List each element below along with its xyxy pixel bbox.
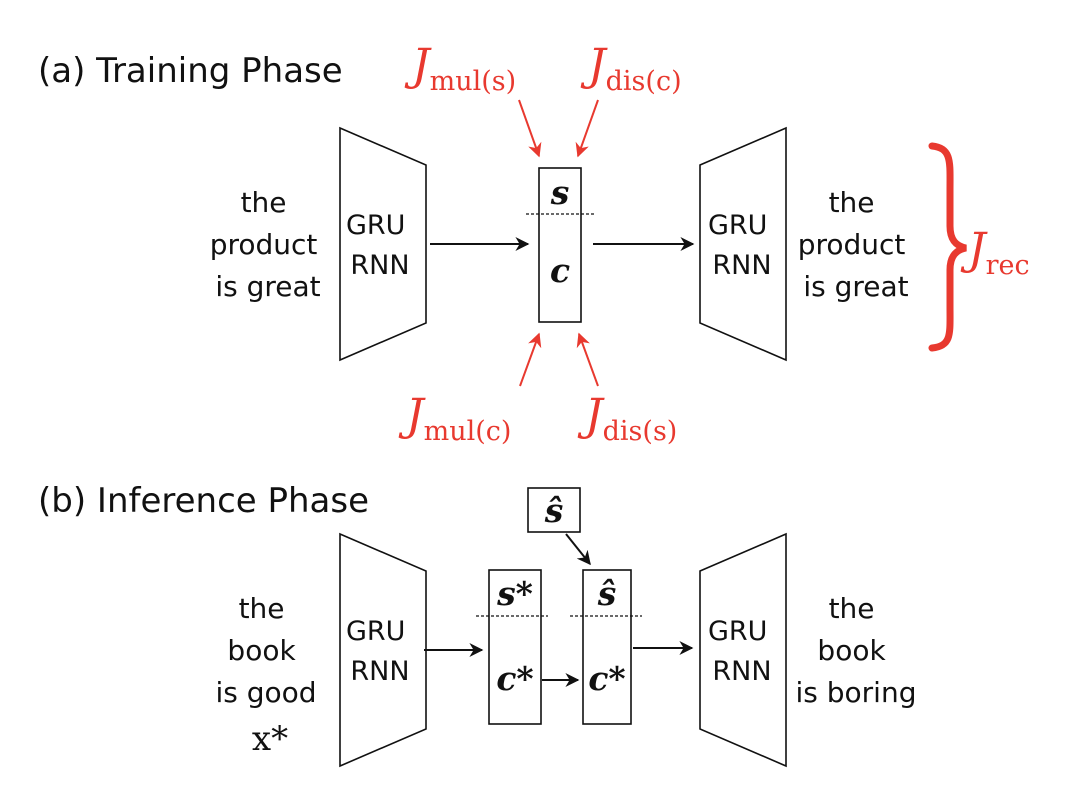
inference-output-sentence: the book is boring: [796, 592, 917, 709]
inference-phase: (b) Inference Phase ŝ the book is good x…: [38, 481, 917, 768]
inference-input-sentence: the book is good: [215, 592, 316, 709]
arrow-target-style: [565, 533, 591, 566]
training-decoder: [699, 126, 787, 362]
training-phase: (a) Training Phase Jmul(s) Jdis(c) the p…: [38, 40, 1030, 447]
arrow-dis-s: [576, 332, 599, 387]
latent-content-label: c: [550, 251, 570, 290]
loss-mul-c: Jmul(c): [398, 390, 511, 447]
arrow-dis-c: [575, 99, 599, 158]
original-style-label: s*: [496, 574, 533, 613]
training-encoder: [339, 126, 427, 362]
training-latent-vector: [538, 167, 582, 323]
loss-dis-s: Jdis(s): [577, 390, 677, 447]
original-latent-vector: [488, 569, 542, 725]
arrow-mul-s: [518, 99, 542, 158]
training-decoder-label: GRU RNN: [708, 210, 776, 281]
modified-style-label: ŝ: [597, 574, 617, 613]
target-style-box: [527, 487, 581, 533]
loss-rec: Jrec: [960, 224, 1030, 281]
modified-content-label: c*: [588, 659, 625, 698]
modified-latent-vector: [582, 569, 632, 725]
loss-dis-c: Jdis(c): [580, 40, 682, 97]
training-input-sentence: the product is great: [210, 186, 327, 303]
original-content-label: c*: [496, 659, 533, 698]
latent-style-label: s: [550, 173, 570, 212]
inference-phase-title: (b) Inference Phase: [38, 481, 369, 521]
arrow-mul-c: [519, 332, 542, 387]
training-output-sentence: the product is great: [798, 186, 915, 303]
inference-encoder: [339, 532, 427, 768]
inference-encoder-label: GRU RNN: [346, 616, 414, 687]
loss-mul-s: Jmul(s): [404, 40, 516, 97]
training-encoder-label: GRU RNN: [346, 210, 414, 281]
inference-decoder: [699, 532, 787, 768]
target-style-label: ŝ: [544, 491, 564, 530]
training-phase-title: (a) Training Phase: [38, 51, 343, 91]
reconstruction-brace: [928, 142, 967, 352]
inference-decoder-label: GRU RNN: [708, 616, 776, 687]
input-symbol-x-star: x*: [252, 719, 288, 759]
